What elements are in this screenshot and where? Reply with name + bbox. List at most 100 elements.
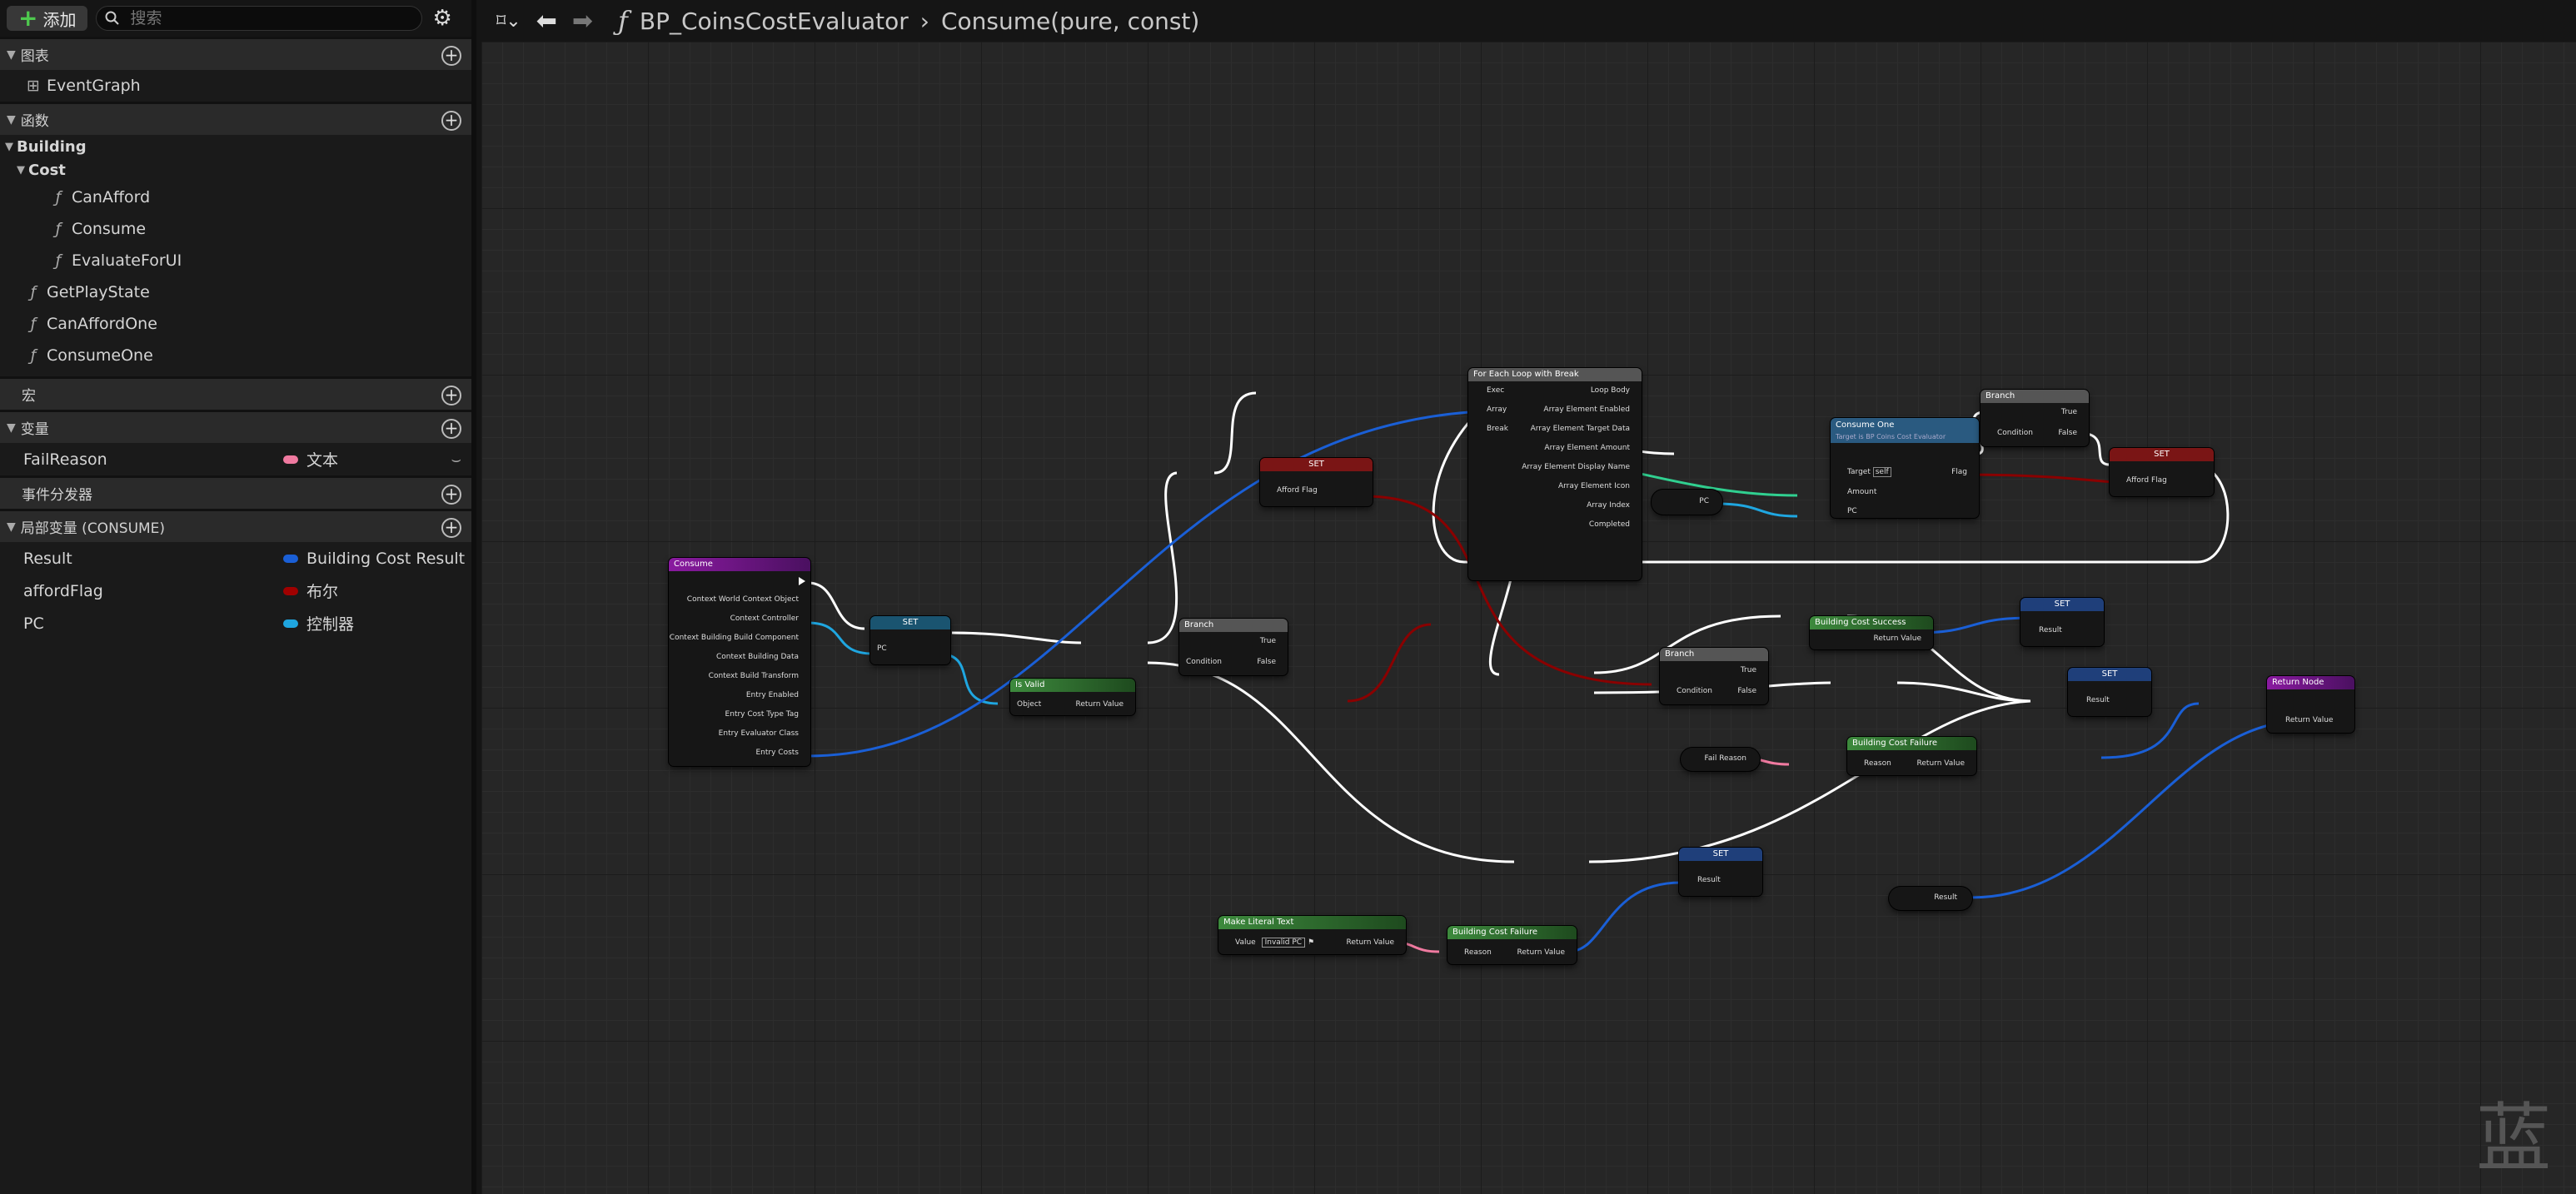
pin-label: Context Building Data <box>716 653 799 661</box>
section-macros[interactable]: 宏 + <box>0 376 471 410</box>
bookmark-icon[interactable]: ⌑⌄ <box>496 10 521 32</box>
pin-label: Entry Costs <box>755 749 799 757</box>
eye-closed-icon[interactable]: ⌣ <box>451 450 461 469</box>
set-afford-flag-node[interactable]: SET Afford Flag <box>2110 448 2214 496</box>
pin-label: True <box>1740 666 1756 674</box>
set-pc-node[interactable]: SET PC <box>870 616 950 664</box>
self-value: self <box>1872 467 1891 477</box>
gear-icon[interactable]: ⚙ <box>432 6 452 31</box>
function-label: EvaluateForUI <box>72 251 182 270</box>
make-literal-text-node[interactable]: Make Literal Text Value Invalid PC ⚑ Ret… <box>1218 916 1406 954</box>
variable-name: FailReason <box>23 450 107 469</box>
function-subcategory-cost[interactable]: ▼ Cost <box>0 158 471 182</box>
variable-type[interactable]: 布尔 <box>283 580 338 602</box>
result-getter-node[interactable]: Result <box>1889 887 1972 910</box>
fail-reason-getter-node[interactable]: Fail Reason <box>1681 748 1760 771</box>
is-valid-node[interactable]: Is Valid Object Return Value <box>1010 679 1135 715</box>
for-each-loop-node[interactable]: For Each Loop with Break Exec Array Brea… <box>1468 368 1642 580</box>
local-variable-row-result[interactable]: Result Building Cost Result <box>0 542 471 575</box>
section-dispatchers[interactable]: 事件分发器 + <box>0 475 471 509</box>
function-label: ConsumeOne <box>47 346 153 365</box>
back-arrow-icon[interactable]: ⬅ <box>536 6 557 36</box>
breadcrumb-class[interactable]: BP_CoinsCostEvaluator <box>639 7 909 35</box>
section-functions[interactable]: ▼ 函数 + <box>0 102 471 135</box>
struct-wire <box>1970 723 2273 899</box>
function-item-getplaystate[interactable]: ƒ GetPlayState <box>0 276 471 308</box>
breadcrumb-function[interactable]: Consume(pure, const) <box>940 7 1200 35</box>
branch-node[interactable]: Branch True Condition False <box>1660 648 1768 704</box>
node-title: SET <box>2110 448 2214 461</box>
function-item-consumeone[interactable]: ƒ ConsumeOne <box>0 340 471 371</box>
section-graphs[interactable]: ▼ 图表 + <box>0 37 471 70</box>
value-text-field[interactable]: Invalid PC <box>1261 938 1306 948</box>
forward-arrow-icon[interactable]: ➡ <box>571 6 594 36</box>
variable-type-label: 控制器 <box>306 615 355 634</box>
variable-type[interactable]: 文本 <box>283 448 338 470</box>
local-variable-row-affordflag[interactable]: affordFlag 布尔 <box>0 575 471 607</box>
function-label: GetPlayState <box>47 283 150 301</box>
graph-canvas[interactable]: Consume Context World Context Object Con… <box>481 42 2576 1194</box>
graph-item-eventgraph[interactable]: ⊞ EventGraph <box>0 70 471 102</box>
pin-label: Result <box>1697 876 1721 884</box>
collapse-icon: ▼ <box>7 520 16 534</box>
node-title: Branch <box>1981 390 2089 403</box>
consume-one-node[interactable]: Consume One Target is BP Coins Cost Eval… <box>1831 418 1979 518</box>
variable-type[interactable]: 控制器 <box>283 612 354 634</box>
object-wire <box>807 621 874 655</box>
function-entry-node[interactable]: Consume Context World Context Object Con… <box>669 558 810 766</box>
pc-getter-node[interactable]: PC <box>1652 490 1722 515</box>
set-result-node[interactable]: SET Result <box>2020 598 2104 646</box>
section-local-variables[interactable]: ▼ 局部变量 (CONSUME) + <box>0 509 471 542</box>
building-cost-success-node[interactable]: Building Cost Success Return Value <box>1810 616 1933 649</box>
function-item-consume[interactable]: ƒ Consume <box>0 213 471 245</box>
collapse-icon: ▼ <box>5 140 13 153</box>
search-input[interactable] <box>128 8 382 28</box>
branch-node[interactable]: Branch True Condition False <box>1981 390 2089 446</box>
add-macro-icon[interactable]: + <box>441 386 461 405</box>
node-title: Building Cost Success <box>1810 616 1933 629</box>
add-button[interactable]: + 添加 <box>7 6 88 31</box>
section-variables[interactable]: ▼ 变量 + <box>0 410 471 443</box>
node-title: Consume <box>669 558 810 571</box>
search-box[interactable] <box>96 6 423 31</box>
pin-label: PC <box>1847 507 1857 515</box>
exec-wire <box>1213 391 1257 475</box>
building-cost-failure-node[interactable]: Building Cost Failure Reason Return Valu… <box>1847 737 1976 775</box>
building-cost-failure-node[interactable]: Building Cost Failure Reason Return Valu… <box>1447 926 1577 964</box>
set-result-node[interactable]: SET Result <box>2068 668 2151 716</box>
variable-type-label: 文本 <box>306 451 339 470</box>
add-variable-icon[interactable]: + <box>441 419 461 439</box>
pin-label: Value Invalid PC ⚑ <box>1235 938 1315 948</box>
branch-node[interactable]: Branch True Condition False <box>1179 619 1288 675</box>
collapse-icon: ▼ <box>17 163 25 177</box>
add-function-icon[interactable]: + <box>441 111 461 131</box>
node-title: Return Node <box>2267 676 2354 689</box>
function-category-building[interactable]: ▼ Building <box>0 135 471 158</box>
variable-row-failreason[interactable]: FailReason 文本 ⌣ <box>0 443 471 475</box>
function-item-canaffordone[interactable]: ƒ CanAffordOne <box>0 308 471 340</box>
pin-label: True <box>2060 408 2077 416</box>
local-variable-row-pc[interactable]: PC 控制器 <box>0 607 471 639</box>
pin-label: Object <box>1017 700 1042 709</box>
flag-icon[interactable]: ⚑ <box>1307 938 1315 947</box>
node-title: Building Cost Failure <box>1847 737 1976 750</box>
function-icon: ƒ <box>30 315 37 333</box>
variable-name: affordFlag <box>23 581 103 600</box>
function-icon: ƒ <box>30 346 37 365</box>
pin-label: Entry Evaluator Class <box>718 729 799 738</box>
set-afford-flag-node[interactable]: SET Afford Flag <box>1260 458 1373 506</box>
return-node[interactable]: Return Node Return Value <box>2267 676 2354 733</box>
add-dispatcher-icon[interactable]: + <box>441 485 461 505</box>
pin-label: Afford Flag <box>1277 486 1318 495</box>
add-graph-icon[interactable]: + <box>441 46 461 66</box>
add-local-variable-icon[interactable]: + <box>441 518 461 538</box>
section-variables-title: 变量 <box>20 421 49 438</box>
graph-nav-bar: ⌑⌄ ⬅ ➡ ƒ BP_CoinsCostEvaluator › Consume… <box>481 0 2576 42</box>
function-item-evaluateforui[interactable]: ƒ EvaluateForUI <box>0 245 471 276</box>
pin-label: Context Build Transform <box>708 672 799 680</box>
node-title: SET <box>2068 668 2151 681</box>
set-result-node[interactable]: SET Result <box>1679 848 1762 896</box>
function-item-canafford[interactable]: ƒ CanAfford <box>0 182 471 213</box>
exec-pin-icon[interactable] <box>799 577 805 585</box>
variable-type[interactable]: Building Cost Result <box>283 550 465 568</box>
